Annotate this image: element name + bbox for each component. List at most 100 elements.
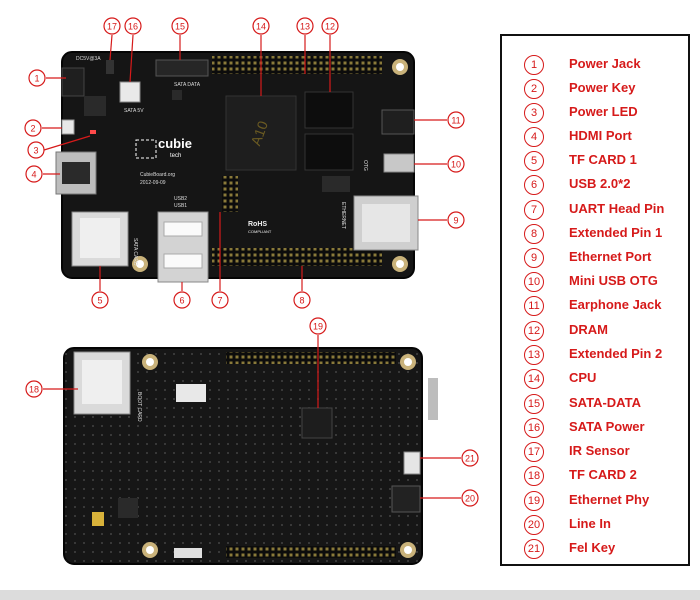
callout-number: 8	[299, 296, 304, 306]
callout-circle	[91, 291, 109, 309]
callout-circle	[171, 17, 189, 35]
callout-number: 11	[451, 116, 460, 126]
callout-leader	[43, 135, 91, 151]
brand-logo: cubie	[158, 136, 192, 151]
otg-label: OTG	[362, 160, 368, 171]
legend-label: SATA Power	[569, 419, 645, 434]
dram-chip-1	[304, 91, 354, 129]
callout-leader	[129, 34, 134, 83]
callout-circle	[461, 489, 479, 507]
callout-number: 17	[107, 22, 117, 32]
legend-number: 13	[524, 345, 544, 365]
callout-circle	[321, 17, 339, 35]
sata-data-connector	[155, 59, 209, 77]
callout-number: 19	[313, 322, 323, 332]
legend-number: 19	[524, 491, 544, 511]
bottom-header-top	[226, 352, 396, 364]
legend-number: 5	[524, 151, 544, 171]
boot-card-label: BOOT CARD	[136, 392, 142, 422]
legend-item: 16 SATA Power	[502, 417, 688, 439]
callout-circle	[309, 317, 327, 335]
callout-circle	[447, 111, 465, 129]
extended-pin-1-header	[212, 248, 382, 266]
legend-label: Power LED	[569, 104, 638, 119]
usb-label-2: USB1	[174, 203, 187, 209]
dc-label: DC5V@3A	[76, 56, 101, 62]
dram-chip-2	[304, 133, 354, 171]
sata-card-label: SATA CARD	[132, 238, 138, 266]
callout-number: 9	[453, 216, 458, 226]
legend-label: UART Head Pin	[569, 201, 665, 216]
bottom-board: BOOT CARD	[63, 347, 438, 565]
fel-key	[403, 451, 421, 475]
legend-number: 11	[524, 296, 544, 316]
power-jack	[61, 67, 85, 97]
legend-number: 12	[524, 321, 544, 341]
callout-number: 15	[175, 22, 185, 32]
callout-circle	[296, 17, 314, 35]
callout-number: 12	[325, 22, 335, 32]
callout-number: 10	[451, 160, 461, 170]
legend-number: 15	[524, 394, 544, 414]
legend-number: 9	[524, 248, 544, 268]
legend-number: 4	[524, 127, 544, 147]
callout-number: 18	[29, 385, 39, 395]
callout-number: 16	[128, 22, 138, 32]
callout-circle	[211, 291, 229, 309]
callout-circle	[25, 165, 43, 183]
callout-number: 21	[465, 454, 475, 464]
legend-label: Mini USB OTG	[569, 273, 658, 288]
website-label: CubieBoard.org	[140, 172, 175, 178]
legend-number: 14	[524, 369, 544, 389]
legend-label: IR Sensor	[569, 443, 630, 458]
ir-sensor	[106, 60, 114, 74]
legend-item: 11 Earphone Jack	[502, 295, 688, 317]
legend-item: 15 SATA-DATA	[502, 393, 688, 415]
legend-number: 16	[524, 418, 544, 438]
legend-label: SATA-DATA	[569, 395, 641, 410]
callout-leader	[109, 34, 113, 61]
callout-number: 2	[30, 124, 35, 134]
callout-circle	[24, 119, 42, 137]
earphone-jack	[381, 109, 415, 135]
legend-number: 18	[524, 466, 544, 486]
callout-number: 1	[34, 74, 39, 84]
legend-item: 13 Extended Pin 2	[502, 344, 688, 366]
legend-number: 8	[524, 224, 544, 244]
top-board: A10 SATA DATA SATA 5V DC5V@3A cubie tech…	[55, 51, 419, 283]
callout-circle	[103, 17, 121, 35]
callout-number: 20	[465, 494, 475, 504]
sata-power-connector	[119, 81, 141, 103]
legend-item: 18 TF CARD 2	[502, 465, 688, 487]
legend-item: 3 Power LED	[502, 102, 688, 124]
legend-label: Earphone Jack	[569, 297, 662, 312]
legend-number: 3	[524, 103, 544, 123]
compliant-label: COMPLIANT	[248, 229, 272, 234]
legend-label: TF CARD 2	[569, 467, 637, 482]
mini-usb-otg	[383, 153, 415, 173]
callout-number: 4	[31, 170, 36, 180]
callout-number: 3	[33, 146, 38, 156]
date-label: 2012-09-09	[140, 180, 166, 186]
power-led	[90, 130, 96, 134]
legend-number: 2	[524, 79, 544, 99]
usb-label-1: USB2	[174, 196, 187, 202]
legend-number: 17	[524, 442, 544, 462]
sata-power-label: SATA 5V	[124, 108, 144, 114]
rohs-label: RoHS	[248, 221, 267, 228]
callout-circle	[25, 380, 43, 398]
legend-label: Extended Pin 2	[569, 346, 663, 361]
callout-circle	[124, 17, 142, 35]
